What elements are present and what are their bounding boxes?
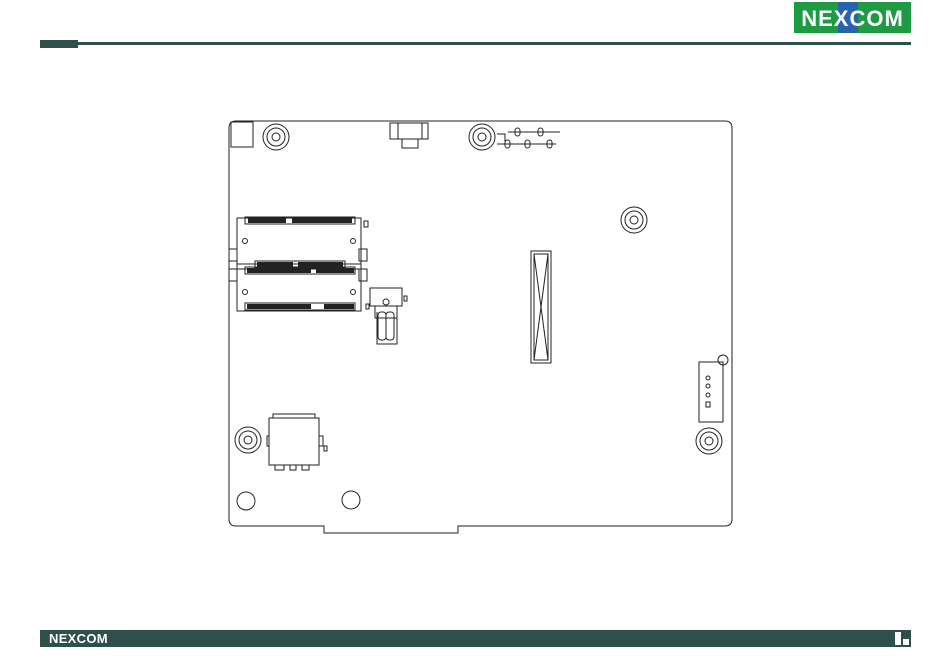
header-rule	[40, 41, 911, 46]
mounting-hole-right	[621, 207, 647, 233]
minipcie-slot-upper	[237, 217, 368, 269]
mounting-hole-bottom-right	[696, 428, 722, 454]
mounting-hole-top-center	[469, 124, 495, 150]
center-module	[531, 251, 551, 363]
battery-connector	[366, 288, 407, 344]
top-connector	[390, 123, 428, 148]
slot-clip-left-upper	[229, 249, 237, 261]
svg-text:NEXCOM: NEXCOM	[801, 6, 904, 31]
jumper-group	[497, 128, 560, 148]
slot-clip-left-lower	[229, 269, 237, 281]
sim-holder	[267, 414, 327, 470]
slot-clip-right-lower	[359, 269, 367, 281]
footer-logo: NEXCOM	[49, 631, 108, 646]
slot-clip-right-upper	[359, 249, 367, 261]
nexcom-logo: NEXCOM	[794, 2, 911, 33]
top-left-pad	[231, 122, 253, 147]
header-rule-accent	[40, 40, 78, 48]
board-diagram	[220, 116, 740, 540]
header-rule-line	[78, 42, 911, 45]
squares-icon	[895, 632, 909, 645]
right-pin-header	[699, 355, 728, 422]
board-outline	[229, 121, 732, 533]
footer-bar: NEXCOM	[40, 630, 911, 647]
hole-bottom-center	[342, 491, 360, 509]
mounting-hole-top-left	[263, 124, 289, 150]
mounting-hole-bottom-left	[235, 427, 261, 453]
hole-bottom-left	[237, 492, 255, 510]
